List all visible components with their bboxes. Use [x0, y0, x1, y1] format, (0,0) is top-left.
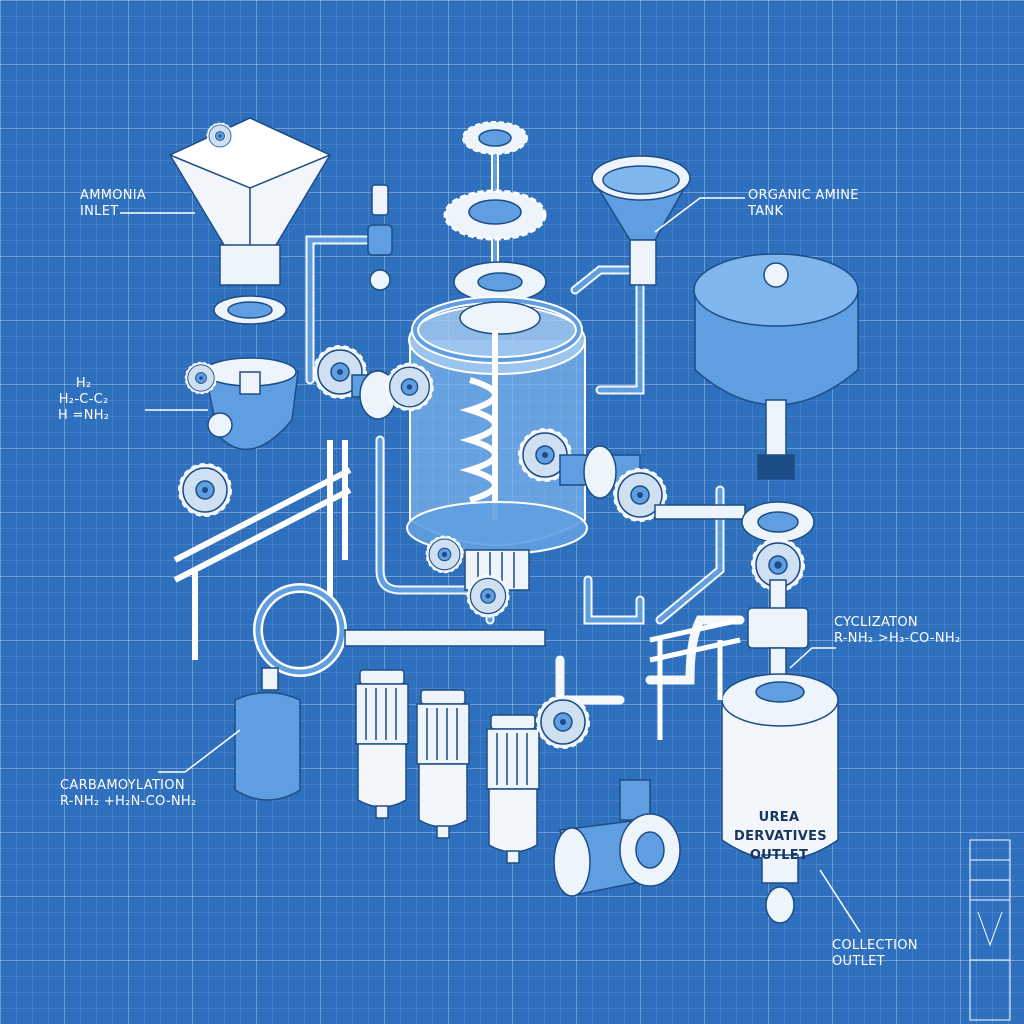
- collection-outlet-label: COLLECTION OUTLET: [832, 938, 918, 969]
- ring-gear-icon: [184, 361, 218, 395]
- coupling-shaft: [654, 504, 746, 520]
- organic-amine-tank-icon: [693, 253, 859, 480]
- lower-small-gear-icon: [466, 574, 510, 618]
- hopper-gear-icon: [178, 463, 232, 517]
- organic-amine-tank-label: ORGANIC AMINE TANK: [748, 188, 859, 219]
- filter-cartridge-icon: [486, 714, 540, 864]
- lower-gear-icon: [536, 695, 590, 749]
- manifold: [344, 629, 546, 647]
- urea-vessel-icon: [721, 673, 839, 924]
- formula-left-label: H₂ H₂-C-C₂ H =NH₂: [58, 376, 110, 423]
- urea-outlet-label: UREA DERVATIVES OUTLET: [734, 810, 827, 863]
- small-gear-icon: [206, 122, 234, 150]
- ammonia-inlet-label: AMMONIA INLET: [80, 188, 147, 219]
- motor-icon: [425, 535, 681, 897]
- top-gear-icon: [462, 121, 528, 155]
- cyclization-label: CYCLIZATON R-NH₂ >H₃-CO-NH₂: [834, 615, 961, 646]
- leader-lines: [120, 197, 861, 933]
- carbamoylation-vessel-icon: [234, 583, 347, 801]
- mid-gear-icon: [443, 189, 547, 303]
- title-block: [969, 839, 1011, 1021]
- ammonia-hopper-icon: [168, 117, 332, 451]
- amine-funnel-icon: [590, 155, 692, 286]
- right-column: [741, 501, 815, 679]
- support-frame: [173, 440, 352, 660]
- inner-gear-icon: [385, 362, 434, 412]
- filter-cartridge-icon: [416, 689, 470, 839]
- valve-icon: [367, 184, 393, 291]
- right-frame: [649, 617, 741, 740]
- reactor-icon: [406, 296, 588, 591]
- filter-cartridge-icon: [355, 669, 409, 819]
- carbamoylation-label: CARBAMOYLATION R-NH₂ +H₂N-CO-NH₂: [60, 778, 197, 809]
